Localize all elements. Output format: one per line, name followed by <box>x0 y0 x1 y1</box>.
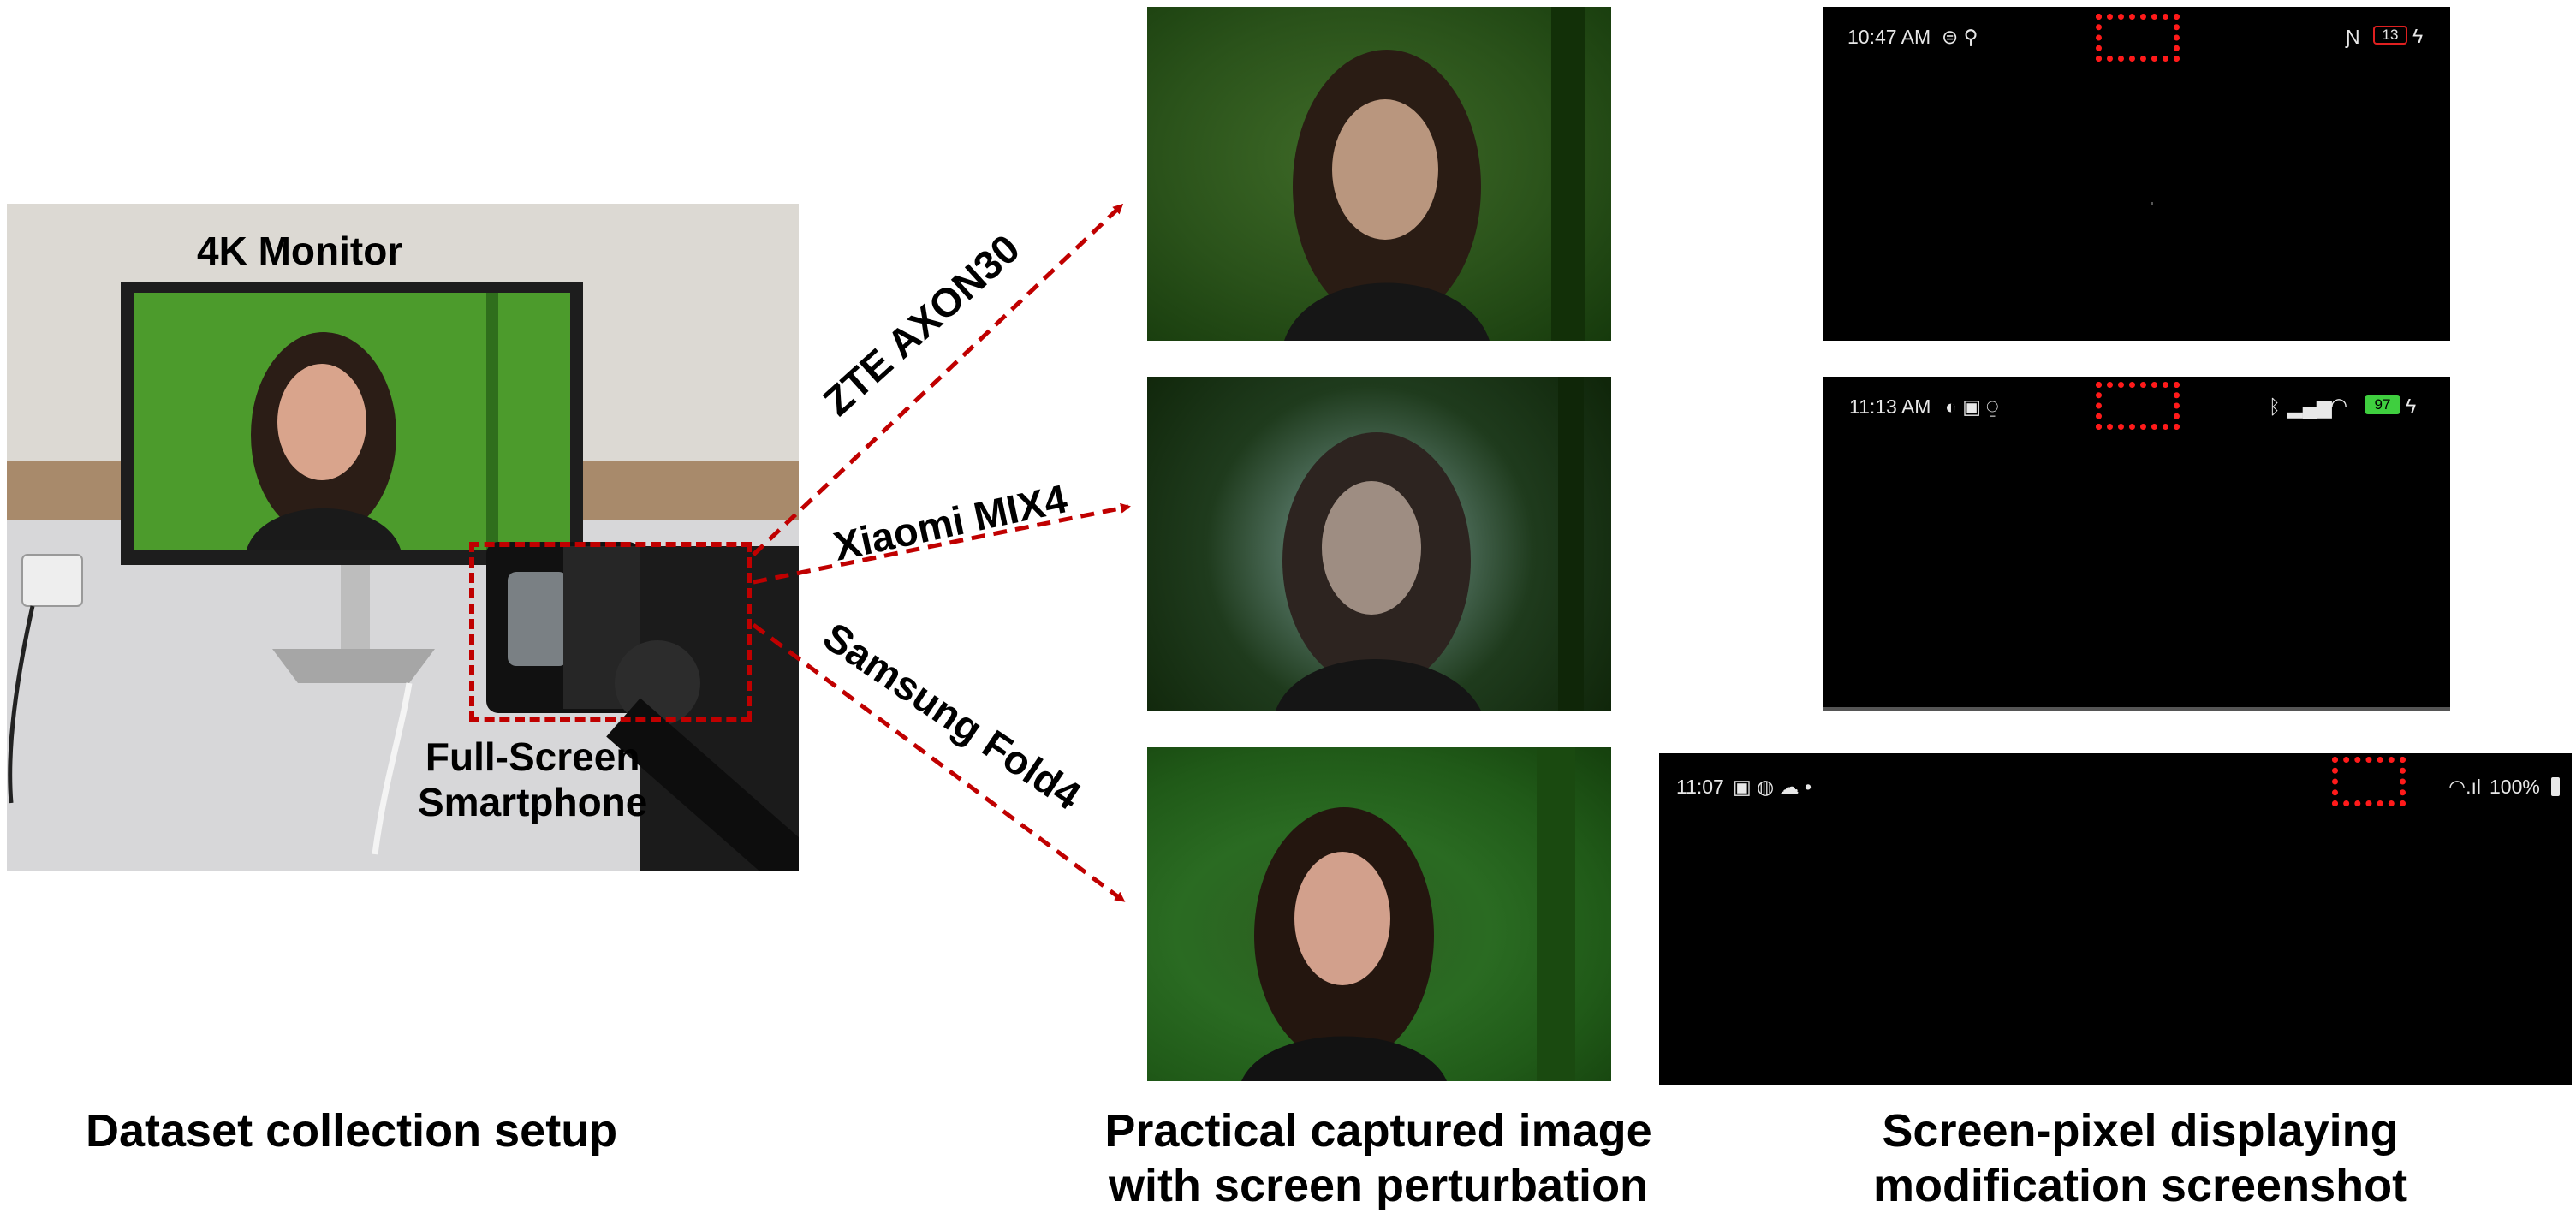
phone-label-line1: Full-Screen <box>425 734 640 779</box>
phone-highlight-box <box>469 542 752 722</box>
screenshot-xiaomi: 11:13 AM ◐ ▣ ⍜ ᛒ ▂▄▆ ◠ 97 ϟ <box>1823 377 2450 711</box>
battery-icon-samsung <box>2551 777 2560 796</box>
dim-pixel-dot <box>2151 202 2153 205</box>
wifi-icon-xiaomi: ◠ <box>2330 394 2348 416</box>
caption-captured-line1: Practical captured image <box>1104 1105 1652 1157</box>
caption-captured-line2: with screen perturbation <box>1108 1159 1649 1211</box>
nfc-icon: Ɲ <box>2346 26 2360 48</box>
status-time-xiaomi: 11:13 AM <box>1849 395 1931 418</box>
caption-screenshot-line1: Screen-pixel displaying <box>1882 1105 2399 1157</box>
modified-pixel-region-xiaomi <box>2096 382 2180 430</box>
device-label-samsung: Samsung Fold4 <box>815 613 1089 818</box>
modified-pixel-region-samsung <box>2332 757 2406 806</box>
battery-icon-zte: 13 <box>2373 26 2407 45</box>
battery-icon-xiaomi: 97 <box>2365 395 2400 414</box>
battery-percent-samsung: 100% <box>2490 776 2540 798</box>
caption-screenshot-line2: modification screenshot <box>1872 1159 2408 1211</box>
caption-setup: Dataset collection setup <box>86 1105 618 1157</box>
modified-pixel-region-zte <box>2096 14 2180 62</box>
signal-icon-xiaomi: ▂▄▆ <box>2287 395 2332 418</box>
wall-socket <box>21 554 83 607</box>
status-icons-xiaomi: ◐ ▣ ⍜ <box>1945 395 1999 418</box>
phone-label-line2: Smartphone <box>418 779 648 824</box>
caption-captured: Practical captured image with screen per… <box>1053 1104 1704 1213</box>
arrow-zte <box>752 203 1124 556</box>
setup-scene <box>7 204 799 871</box>
status-icons-samsung: ▣ ◍ ☁ • <box>1733 776 1812 798</box>
screenshot-samsung: 11:07 ▣ ◍ ☁ • ◠.ıl 100% <box>1659 753 2572 1085</box>
charging-icon-xiaomi: ϟ <box>2406 395 2417 417</box>
status-icons-zte: ⊜ ⚲ <box>1942 26 1978 48</box>
captured-image-xiaomi <box>1147 377 1611 711</box>
battery-level-xiaomi: 97 <box>2374 396 2391 413</box>
status-time-samsung: 11:07 <box>1676 776 1724 798</box>
wifi-signal-icon-samsung: ◠.ıl <box>2448 776 2481 798</box>
setup-photo: 4K Monitor Full-Screen Smartphone <box>7 204 799 871</box>
screenshot-zte: 10:47 AM ⊜ ⚲ Ɲ 13 ϟ <box>1823 7 2450 341</box>
bluetooth-icon: ᛒ <box>2269 395 2281 418</box>
arrow-xiaomi <box>753 502 1131 585</box>
battery-level-zte: 13 <box>2382 27 2399 43</box>
phone-label: Full-Screen Smartphone <box>418 734 647 825</box>
arrow-samsung <box>752 622 1126 903</box>
status-time-zte: 10:47 AM <box>1847 26 1931 48</box>
device-label-xiaomi: Xiaomi MIX4 <box>830 475 1071 568</box>
captured-image-samsung <box>1147 747 1611 1081</box>
caption-screenshot: Screen-pixel displaying modification scr… <box>1806 1104 2474 1213</box>
charging-icon-zte: ϟ <box>2412 25 2424 47</box>
captured-image-zte <box>1147 7 1611 341</box>
monitor-label: 4K Monitor <box>197 229 403 273</box>
